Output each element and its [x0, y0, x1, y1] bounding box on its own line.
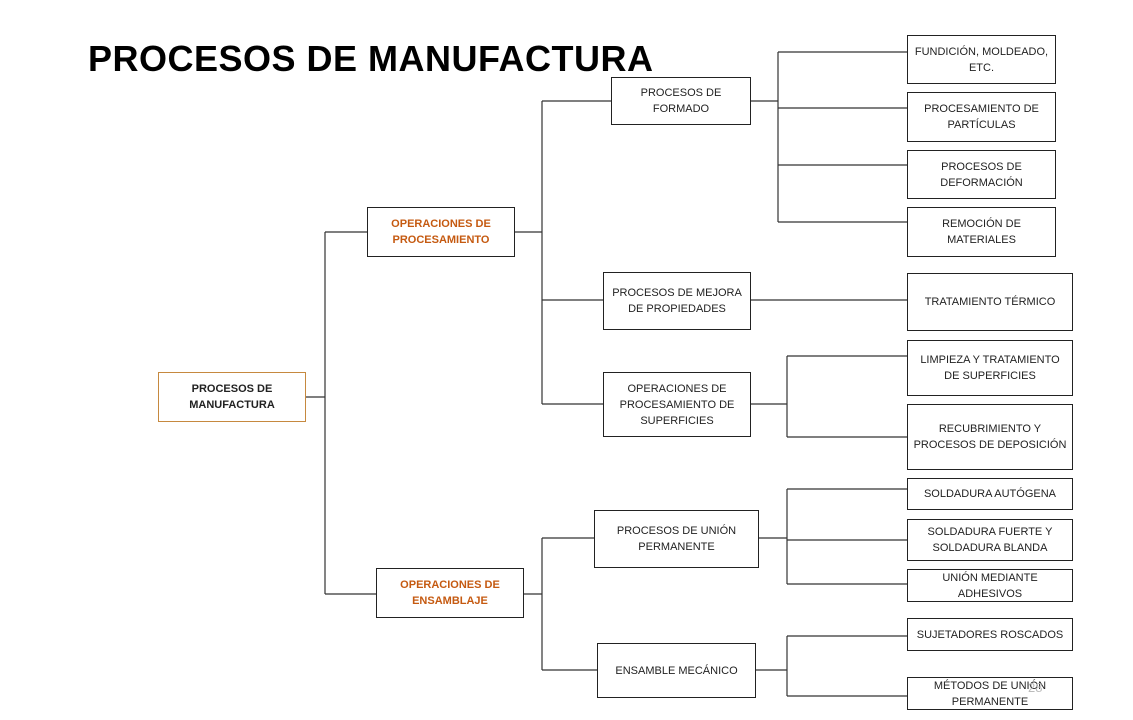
node-assembly-operations: OPERACIONES DE ENSAMBLAJE	[376, 568, 524, 618]
root-node: PROCESOS DE MANUFACTURA	[158, 372, 306, 422]
node-coating-deposition-label: RECUBRIMIENTO Y PROCESOS DE DEPOSICIÓN	[913, 423, 1067, 451]
node-permanent-joining-methods-label: MÉTODOS DE UNIÓN PERMANENTE	[933, 679, 1047, 708]
node-deformation-processes-label: PROCESOS DE DEFORMACIÓN	[940, 160, 1023, 189]
node-cleaning-surface-treatment: LIMPIEZA Y TRATAMIENTO DE SUPERFICIES	[907, 340, 1073, 396]
node-material-removal: REMOCIÓN DE MATERIALES	[907, 207, 1056, 257]
node-threaded-fasteners: SUJETADORES ROSCADOS	[907, 618, 1073, 651]
node-coating-deposition: RECUBRIMIENTO Y PROCESOS DE DEPOSICIÓN	[907, 404, 1073, 470]
node-permanent-joining-methods: MÉTODOS DE UNIÓN PERMANENTE	[907, 677, 1073, 710]
node-permanent-joining-label: PROCESOS DE UNIÓN PERMANENTE	[616, 525, 737, 553]
node-welding-label: SOLDADURA AUTÓGENA	[923, 488, 1057, 500]
node-casting-molding: FUNDICIÓN, MOLDEADO, ETC.	[907, 35, 1056, 84]
node-brazing-soldering-label: SOLDADURA FUERTE Y SOLDADURA BLANDA	[927, 526, 1053, 554]
node-adhesive-bonding-label: UNIÓN MEDIANTE ADHESIVOS	[942, 571, 1038, 600]
node-particulate-processing: PROCESAMIENTO DE PARTÍCULAS	[907, 92, 1056, 142]
node-threaded-fasteners-label: SUJETADORES ROSCADOS	[916, 628, 1064, 641]
node-heat-treatment-label: TRATAMIENTO TÉRMICO	[924, 296, 1056, 308]
node-material-removal-label: REMOCIÓN DE MATERIALES	[942, 218, 1021, 246]
page-title: PROCESOS DE MANUFACTURA	[88, 38, 654, 79]
node-property-enhancing-label: PROCESOS DE MEJORA DE PROPIEDADES	[612, 287, 742, 315]
node-shaping-processes: PROCESOS DE FORMADO	[611, 77, 751, 125]
node-assembly-operations-label: OPERACIONES DE ENSAMBLAJE	[400, 579, 500, 607]
node-mechanical-assembly: ENSAMBLE MECÁNICO	[597, 643, 756, 698]
node-surface-processing: OPERACIONES DE PROCESAMIENTO DE SUPERFIC…	[603, 372, 751, 437]
node-shaping-processes-label: PROCESOS DE FORMADO	[640, 87, 722, 115]
node-casting-molding-label: FUNDICIÓN, MOLDEADO, ETC.	[914, 45, 1049, 74]
node-property-enhancing: PROCESOS DE MEJORA DE PROPIEDADES	[603, 272, 751, 330]
node-adhesive-bonding: UNIÓN MEDIANTE ADHESIVOS	[907, 569, 1073, 602]
node-deformation-processes: PROCESOS DE DEFORMACIÓN	[907, 150, 1056, 199]
node-cleaning-surface-treatment-label: LIMPIEZA Y TRATAMIENTO DE SUPERFICIES	[920, 354, 1060, 382]
node-brazing-soldering: SOLDADURA FUERTE Y SOLDADURA BLANDA	[907, 519, 1073, 561]
node-processing-operations: OPERACIONES DE PROCESAMIENTO	[367, 207, 515, 257]
page-number: 28	[1028, 680, 1043, 695]
root-node-label: PROCESOS DE MANUFACTURA	[189, 383, 275, 411]
node-processing-operations-label: OPERACIONES DE PROCESAMIENTO	[391, 218, 491, 246]
node-mechanical-assembly-label: ENSAMBLE MECÁNICO	[615, 664, 738, 677]
node-particulate-processing-label: PROCESAMIENTO DE PARTÍCULAS	[924, 103, 1039, 131]
node-welding: SOLDADURA AUTÓGENA	[907, 478, 1073, 510]
node-heat-treatment: TRATAMIENTO TÉRMICO	[907, 273, 1073, 331]
node-permanent-joining: PROCESOS DE UNIÓN PERMANENTE	[594, 510, 759, 568]
node-surface-processing-label: OPERACIONES DE PROCESAMIENTO DE SUPERFIC…	[619, 382, 735, 427]
